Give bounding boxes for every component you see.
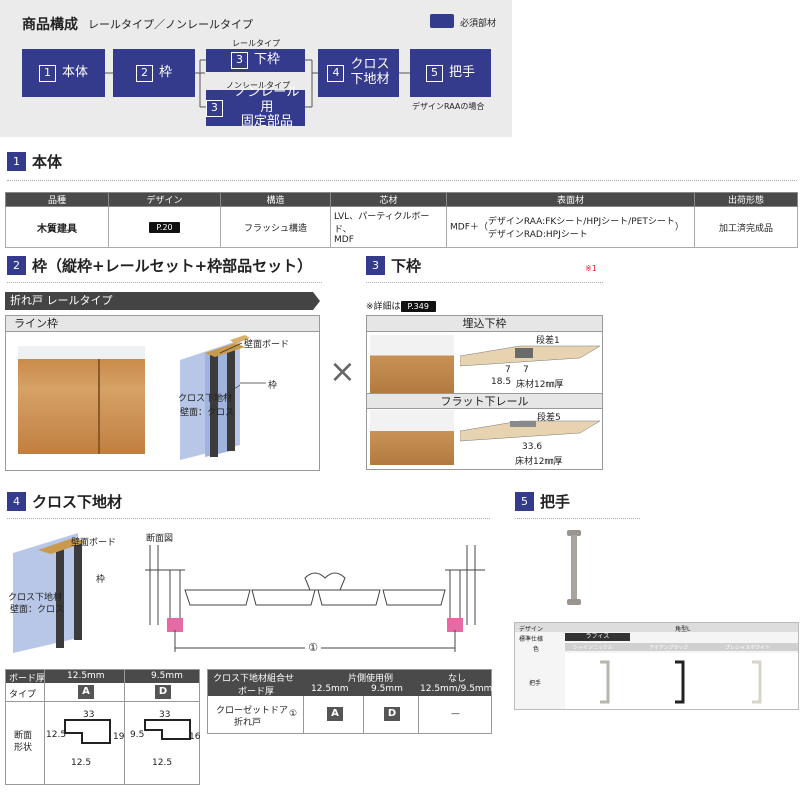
dim-7a: 7 <box>505 365 511 375</box>
times-icon: × <box>329 352 356 390</box>
step-1: 段差1 <box>536 336 560 346</box>
surface-cell: MDF＋（デザインRAA:FKシート/HPJシート/PETシートデザインRAD:… <box>446 206 695 248</box>
dim-18-5: 18.5 <box>491 377 512 387</box>
frame-illustration <box>180 335 250 460</box>
leader-lines-2 <box>219 342 266 398</box>
label-frame: 枠 <box>268 381 278 391</box>
lower-frame-diagram-1 <box>460 345 600 367</box>
caption-rail-type: レールタイプ <box>232 39 280 48</box>
floor-photo-1 <box>370 335 454 393</box>
legend-label: 必須部材 <box>460 19 497 29</box>
floor-thickness-2: 床材12㎜厚 <box>515 457 563 467</box>
flow-box-cross-base: 4 クロス下地材 <box>318 49 399 97</box>
wood-door-photo <box>18 346 145 454</box>
caption-design-raa: デザインRAAの場合 <box>412 102 485 111</box>
floor-photo-2 <box>370 410 454 465</box>
body-spec-table: 品種 デザイン 構造 芯材 表面材 出荷形態 木質建具 P.20 フラッシュ構造… <box>5 192 798 248</box>
line-frame-title: ライン枠 <box>6 316 319 332</box>
kind-cell: 木質建具 <box>5 206 109 248</box>
caption-nonrail-type: ノンレールタイプ <box>226 81 290 90</box>
legend-swatch <box>430 14 454 28</box>
label-cross-base-4: クロス下地材 <box>8 593 63 603</box>
section2-band: 折れ戸 レールタイプ <box>5 292 320 310</box>
label-wall-cross: 壁面：クロス <box>180 408 235 418</box>
type-d-badge: D <box>155 685 171 699</box>
cross-base-illustration <box>13 533 86 653</box>
composition-title: 商品構成 <box>22 17 78 33</box>
note-mark: ※1 <box>585 264 597 273</box>
section-view-label: 断面図 <box>146 534 174 544</box>
handle-spec-table: デザイン 角型L 標準仕様 ラフィス 色 シャインニッケル アイアンブラック プ… <box>514 622 799 710</box>
label-wall-board: 壁面ボード <box>244 340 290 350</box>
std-badge: ラフィス <box>565 633 630 641</box>
flow-connectors <box>105 59 410 108</box>
cross-combination-table: クロス下地材組合せ 片側使用例 なし ボード厚 12.5mm 9.5mm 12.… <box>207 669 492 734</box>
section-view-drawing <box>145 545 485 652</box>
step-5: 段差5 <box>537 413 561 423</box>
label-wall-cross-4: 壁面：クロス <box>10 605 65 615</box>
handle-black <box>675 660 685 704</box>
dimension-circle: ① <box>305 640 321 656</box>
section3-rule <box>366 282 603 283</box>
handle-photo <box>567 530 581 605</box>
panel2-title: フラット下レール <box>367 393 602 409</box>
core-cell: LVL、パーティクルボード、MDF <box>330 206 447 248</box>
page-ref-349[interactable]: P.349 <box>400 301 436 312</box>
type-a-badge: A <box>78 685 94 699</box>
label-wall-board-4: 壁面ボード <box>71 538 117 548</box>
label-frame-4: 枠 <box>96 575 106 585</box>
section1-rule <box>7 180 797 181</box>
shipping-cell: 加工済完成品 <box>694 206 798 248</box>
section5-rule <box>515 518 640 519</box>
label-cross-base: クロス下地材 <box>178 394 233 404</box>
dim-7b: 7 <box>523 365 529 375</box>
page-ref-tag[interactable]: P.20 <box>149 221 180 233</box>
lower-frame-diagram-2 <box>460 420 600 442</box>
board-type-table: ボード厚 12.5mm 9.5mm タイプ A D 断面 形状 33 19 12… <box>5 669 200 785</box>
flow-box-nonrail-parts: 3 ノンレール用固定部品 <box>206 85 305 129</box>
handle-white <box>752 660 762 704</box>
section4-rule <box>7 518 490 519</box>
shape-a-diagram <box>64 719 111 744</box>
panel1-title: 埋込下枠 <box>367 316 602 332</box>
floor-thickness-1: 床材12㎜厚 <box>516 380 564 390</box>
combo-type-d: D <box>384 707 400 721</box>
structure-cell: フラッシュ構造 <box>220 206 331 248</box>
section2-rule <box>7 282 322 283</box>
shape-d-diagram <box>144 719 191 740</box>
handle-nickel <box>600 660 610 704</box>
composition-subtitle: レールタイプ／ノンレールタイプ <box>88 18 253 31</box>
design-cell: P.20 <box>108 206 221 248</box>
combo-type-a: A <box>327 707 343 721</box>
dim-33-6: 33.6 <box>522 442 543 452</box>
